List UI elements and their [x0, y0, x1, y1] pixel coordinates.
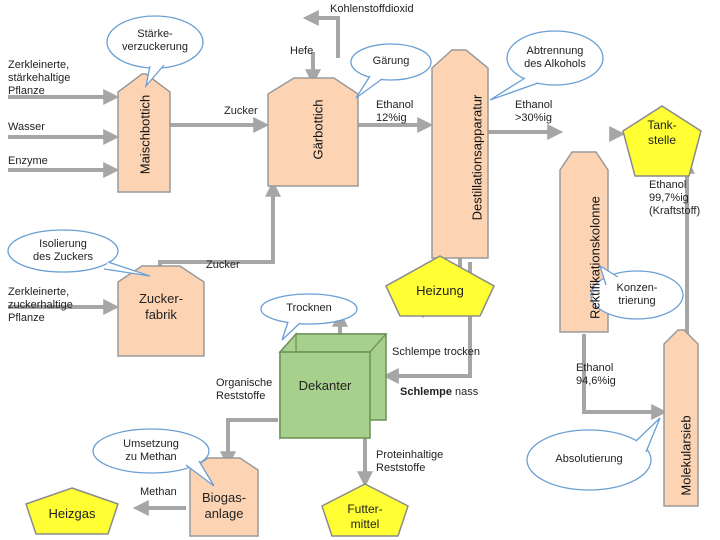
tank-station [622, 105, 702, 177]
input-water: Wasser [8, 121, 45, 133]
flow-yeast: Hefe [290, 45, 314, 57]
flow-ethanol946: Ethanol 94,6%ig [576, 362, 616, 387]
callout-fermentation-text: Gärung [372, 55, 410, 67]
biogas-plant-label: Biogas- anlage [201, 490, 247, 521]
arrow-rect-to-sieve [582, 334, 668, 420]
callout-methane-conversion-text: Umsetzung zu Methan [123, 438, 179, 463]
flow-methane: Methan [140, 486, 177, 498]
flow-sugar-top: Zucker [224, 105, 258, 117]
heating [385, 255, 495, 317]
callout-alcohol-separation-text: Abtrennung des Alkohols [524, 45, 586, 70]
callout-drying [260, 293, 358, 341]
callout-alcohol-separation [489, 30, 604, 101]
flow-sugar-mid: Zucker [206, 259, 240, 271]
callout-absolution-text: Absolutierung [555, 453, 623, 465]
decanter-label: Dekanter [299, 378, 352, 393]
arrow-decanter-to-biogas [220, 418, 278, 468]
callout-saccharification-text: Stärke- verzuckerung [121, 28, 189, 53]
callout-concentration [590, 264, 684, 320]
arrow-co2 [302, 10, 340, 58]
flow-stillage-wet: Schlempe nass [400, 386, 478, 399]
decanter: Dekanter [278, 332, 388, 440]
input-enzymes: Enzyme [8, 155, 48, 167]
flow-stillage-dry: Schlempe trocken [392, 346, 481, 358]
flow-organic-residue: Organische Reststoffe [216, 377, 273, 402]
fermenter-label: Gärbottich [310, 99, 326, 160]
molecular-sieve [663, 329, 699, 507]
input-sugar-plant: Zerkleinerte, zuckerhaltige Pflanze [8, 286, 73, 324]
distillation-apparatus [431, 49, 489, 259]
callout-sugar-isolation [7, 229, 151, 277]
flow-ethanol12: Ethanol 12%ig [376, 99, 414, 124]
flow-protein-residue: Proteinhaltige Reststoffe [376, 449, 444, 474]
mash-vat-label: Maischbottich [137, 94, 153, 175]
callout-sugar-isolation-text: Isolierung des Zuckers [33, 238, 93, 263]
flow-stillage-wet-bold: Schlempe [400, 386, 452, 398]
heat-gas-label: Heizgas [48, 506, 96, 521]
callout-drying-text: Trocknen [286, 302, 332, 314]
callout-saccharification [106, 15, 204, 89]
callout-fermentation [350, 43, 432, 99]
sugar-factory-label: Zucker- fabrik [138, 291, 184, 322]
callout-concentration-text: Konzen- trierung [616, 282, 658, 307]
tank-label: Tank- stelle [647, 118, 677, 147]
heat-gas [25, 487, 119, 535]
mol-sieve-label: Molekularsieb [678, 415, 694, 496]
input-starch-plant: Zerkleinerte, stärkehaltige Pflanze [8, 59, 71, 97]
callout-absolution [526, 417, 661, 491]
feed-label: Futter- mittel [347, 502, 383, 531]
callout-methane-conversion [92, 428, 215, 487]
feed [321, 483, 409, 537]
flow-ethanol30: Ethanol >30%ig [515, 99, 553, 124]
mash-vat [117, 73, 171, 193]
sugar-factory [117, 265, 205, 357]
distillation-label: Destillationsapparatur [469, 94, 485, 221]
flow-co2: Kohlenstoffdioxid [330, 3, 414, 15]
heating-label: Heizung [416, 283, 464, 298]
flow-stillage-wet-rest: nass [451, 386, 479, 398]
flow-ethanol997: Ethanol 99,7%ig (Kraftstoff) [649, 179, 701, 217]
